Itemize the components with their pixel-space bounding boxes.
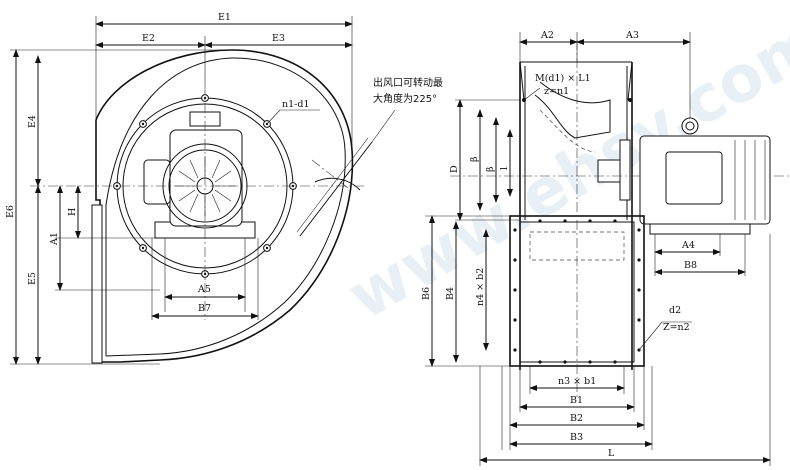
outlet-note-line1: 出风口可转动最 — [373, 76, 443, 89]
dim-E4-label: E4 — [27, 115, 38, 128]
dim-B7-label: B7 — [198, 303, 211, 314]
side-hub — [597, 159, 621, 183]
motor-fins — [734, 140, 766, 220]
side-bearing — [619, 139, 631, 201]
dim-A4-label: A4 — [681, 240, 695, 251]
dim-E6-label: E6 — [5, 205, 16, 218]
motor-terminal-box-side — [665, 151, 723, 205]
dim-B8-label: B8 — [684, 260, 697, 271]
dim-zn2-label: Z=n2 — [663, 322, 690, 333]
d2-leader — [638, 321, 663, 351]
outlet-flange — [91, 204, 103, 364]
outlet-rotation-guide — [311, 159, 349, 189]
dim-A2-label: A2 — [540, 30, 554, 41]
dim-A3-label: A3 — [625, 30, 639, 41]
dim-E5-label: E5 — [27, 272, 38, 285]
dim-phi1-label: β — [469, 156, 480, 162]
side-view: A2 A3 M(d1) × L1 z=n1 D β β l B6 B4 n4 ×… — [421, 30, 790, 466]
dim-phi2-label: β — [485, 166, 496, 172]
dim-md1-label: M(d1) × L1 — [535, 73, 591, 84]
outlet-rotation-line — [299, 141, 373, 237]
dim-B1-label: B1 — [570, 395, 583, 406]
dim-B2-label: B2 — [570, 413, 583, 424]
motor-feet-side — [649, 223, 751, 235]
dim-A5-label: A5 — [197, 284, 211, 295]
motor-eyebolt — [681, 117, 699, 135]
dim-B3-label: B3 — [570, 432, 583, 443]
side-inlet-curve — [534, 81, 611, 139]
dim-d2-label: d2 — [669, 305, 681, 316]
dim-D-label: D — [449, 165, 460, 173]
n1d1-leader — [266, 109, 281, 125]
dim-n1d1-label: n1-d1 — [282, 99, 310, 110]
terminal-box — [143, 159, 171, 205]
dim-l-label: l — [499, 167, 510, 170]
front-view: 出风口可转动最 大角度为225° E1 E2 E3 E6 E4 E5 A1 H — [5, 12, 443, 365]
dim-zn1-label: z=n1 — [544, 86, 569, 97]
volute-inner — [105, 57, 346, 357]
outlet-note-leader — [371, 109, 396, 143]
outlet-rotation-arc — [314, 177, 361, 191]
dim-L-label: L — [608, 448, 615, 459]
dim-E1-label: E1 — [218, 12, 231, 23]
outlet-note-line2: 大角度为225° — [373, 92, 437, 105]
md1-leader — [523, 87, 541, 101]
dim-H-label: H — [67, 208, 78, 216]
dim-A1-label: A1 — [49, 232, 60, 246]
dim-E2-label: E2 — [142, 33, 155, 44]
dim-B6-label: B6 — [421, 287, 432, 300]
dim-n4b2-label: n4 × b2 — [475, 268, 486, 306]
dim-n3b1-label: n3 × b1 — [558, 376, 596, 387]
dim-E3-label: E3 — [272, 33, 285, 44]
dim-B4-label: B4 — [445, 287, 456, 300]
outlet-flange-holes — [513, 219, 641, 364]
